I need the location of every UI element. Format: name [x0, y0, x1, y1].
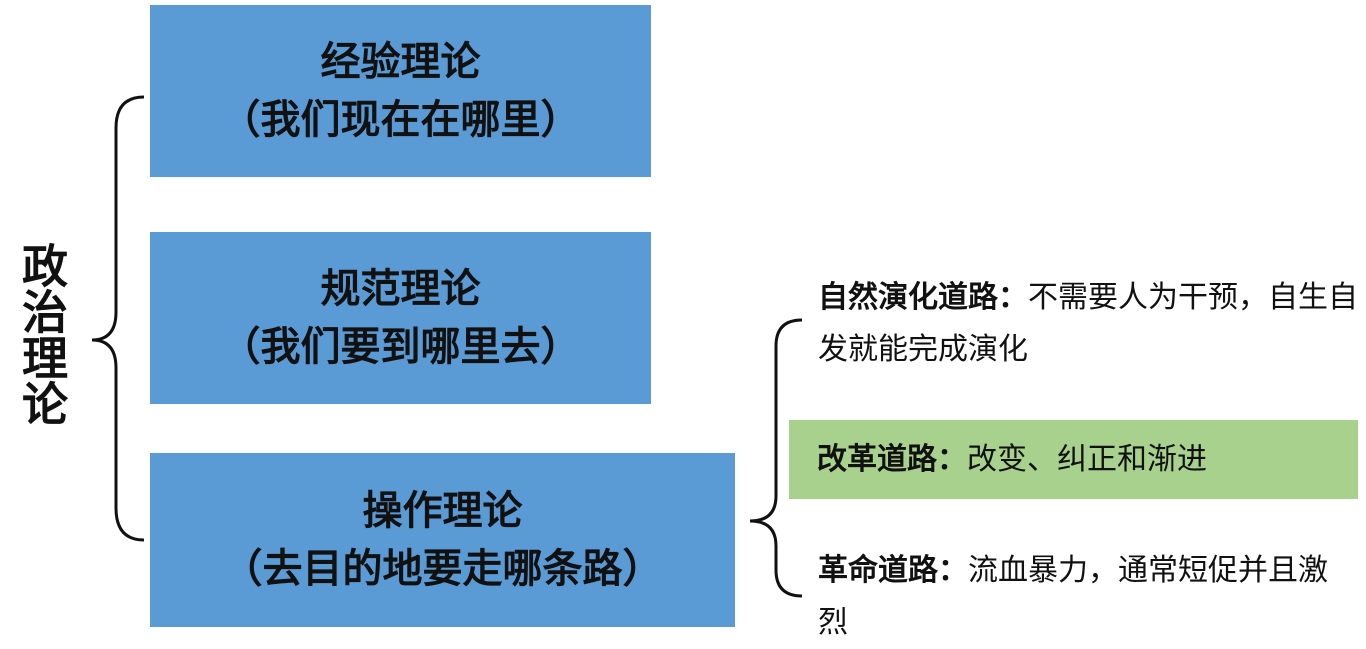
empirical-theory-box: 经验理论 （我们现在在哪里） — [150, 5, 651, 177]
right-brace — [749, 318, 803, 598]
path-reform-name: 改革道路 — [817, 441, 937, 477]
operational-theory-title: 操作理论 — [362, 488, 523, 534]
empirical-theory-subtitle: （我们现在在哪里） — [220, 97, 581, 143]
path-natural-sep: ： — [998, 280, 1028, 315]
path-revolution-desc: 流血暴力，通常短促并且激烈 — [818, 553, 1328, 640]
empirical-theory-title: 经验理论 — [320, 39, 481, 85]
path-natural-name: 自然演化道路 — [818, 280, 998, 315]
path-reform-desc: 改变、纠正和渐进 — [967, 441, 1207, 477]
left-brace — [91, 95, 145, 542]
root-label-political-theory: 政治理论 — [15, 242, 69, 426]
path-reform-sep: ： — [937, 441, 967, 477]
operational-theory-subtitle: （去目的地要走哪条路） — [222, 546, 663, 592]
path-revolution-name: 革命道路 — [818, 553, 938, 588]
normative-theory-title: 规范理论 — [320, 266, 481, 312]
path-revolution-sep: ： — [938, 553, 968, 588]
path-natural-evolution: 自然演化道路：不需要人为干预，自生自发就能完成演化 — [818, 272, 1358, 376]
normative-theory-box: 规范理论 （我们要到哪里去） — [150, 232, 651, 404]
path-revolution: 革命道路：流血暴力，通常短促并且激烈 — [818, 545, 1348, 649]
operational-theory-box: 操作理论 （去目的地要走哪条路） — [150, 453, 735, 627]
path-reform: 改革道路：改变、纠正和渐进 — [789, 420, 1358, 499]
path-natural-desc: 不需要人为干预，自生自发就能完成演化 — [818, 280, 1358, 367]
normative-theory-subtitle: （我们要到哪里去） — [220, 324, 581, 370]
